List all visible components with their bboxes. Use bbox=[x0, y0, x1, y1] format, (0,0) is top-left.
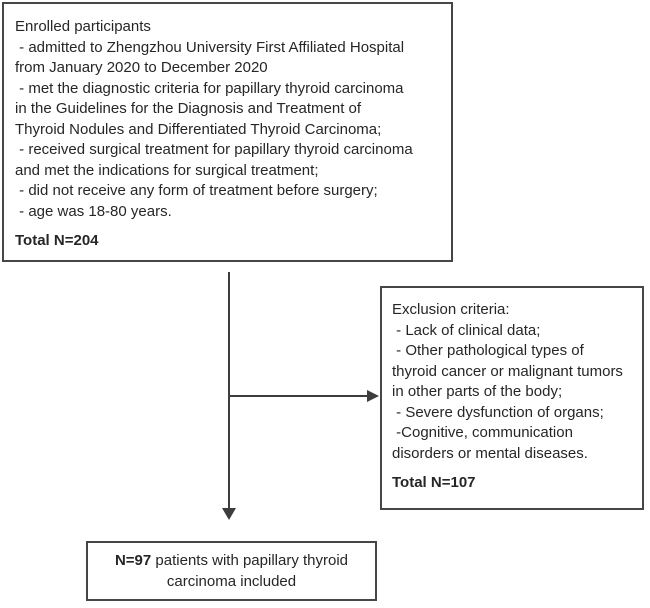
included-line-1-text: patients with papillary thyroid bbox=[151, 552, 349, 569]
exclusion-criteria-box: Exclusion criteria: - Lack of clinical d… bbox=[380, 286, 644, 510]
criteria-line: Exclusion criteria: bbox=[392, 301, 510, 318]
connector-down-line bbox=[228, 272, 230, 508]
criteria-line: - Other pathological types of bbox=[392, 342, 584, 359]
enrolled-participants-box: Enrolled participants - admitted to Zhen… bbox=[2, 2, 453, 262]
criteria-line: disorders or mental diseases. bbox=[392, 444, 588, 462]
included-count: N=97 bbox=[114, 552, 152, 569]
connector-right-line bbox=[228, 395, 368, 397]
arrowhead-right-icon bbox=[367, 390, 379, 402]
enrolled-total: Total N=204 bbox=[15, 232, 99, 249]
criteria-line: from January 2020 to December 2020 bbox=[15, 59, 268, 76]
criteria-line: thyroid cancer or malignant tumors bbox=[392, 362, 623, 380]
criteria-line: and met the indications for surgical tre… bbox=[15, 161, 319, 179]
criteria-line: in the Guidelines for the Diagnosis and … bbox=[15, 100, 362, 117]
exclusion-total: Total N=107 bbox=[392, 474, 476, 491]
criteria-line: - met the diagnostic criteria for papill… bbox=[15, 79, 404, 97]
criteria-line: - age was 18-80 years. bbox=[15, 202, 172, 220]
criteria-line: Thyroid Nodules and Differentiated Thyro… bbox=[15, 120, 382, 138]
criteria-line: Enrolled participants bbox=[15, 18, 151, 35]
criteria-line: -Cognitive, communication bbox=[392, 424, 573, 441]
criteria-line: - Severe dysfunction of organs; bbox=[392, 403, 604, 421]
criteria-line: - did not receive any form of treatment … bbox=[15, 182, 378, 199]
criteria-line: - received surgical treatment for papill… bbox=[15, 141, 413, 158]
arrowhead-down-icon bbox=[222, 508, 236, 520]
included-line-1: N=97 patients with papillary thyroid bbox=[94, 550, 369, 571]
criteria-line: - Lack of clinical data; bbox=[392, 321, 541, 339]
criteria-line: in other parts of the body; bbox=[392, 383, 563, 400]
included-patients-box: N=97 patients with papillary thyroid car… bbox=[86, 541, 377, 601]
criteria-line: - admitted to Zhengzhou University First… bbox=[15, 38, 405, 56]
included-line-2: carcinoma included bbox=[166, 573, 297, 590]
